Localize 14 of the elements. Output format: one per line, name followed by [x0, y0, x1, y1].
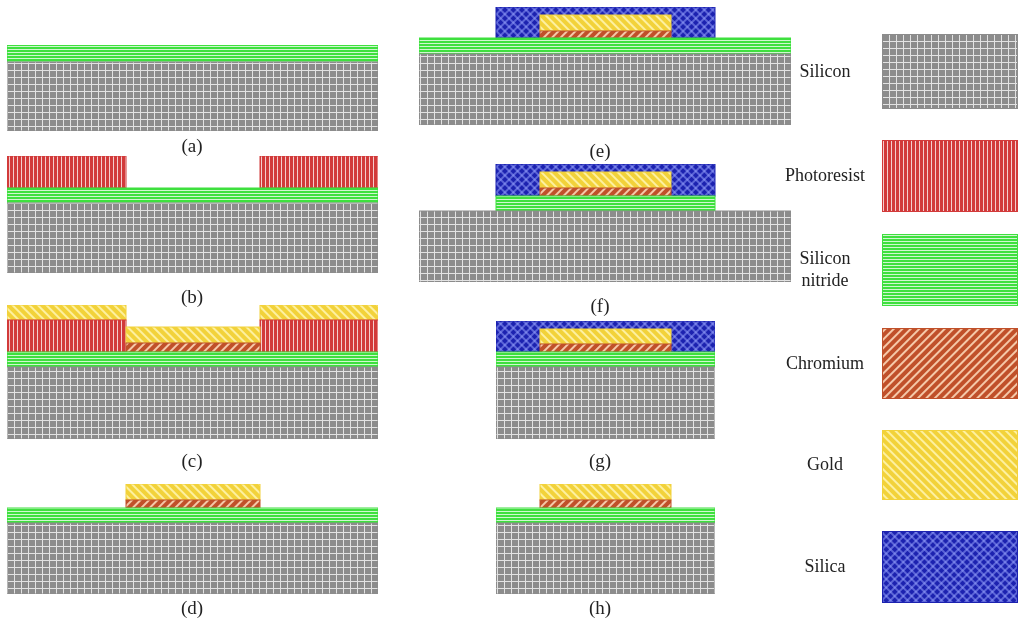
panel-label: (c)	[181, 450, 203, 470]
legend-label: Silicon nitride	[798, 248, 852, 292]
legend-label: Photoresist	[784, 165, 866, 187]
panel-label: (f)	[590, 295, 610, 315]
panel-label: (b)	[180, 286, 204, 306]
panel-label: (d)	[180, 597, 204, 617]
panel-label: (g)	[588, 450, 612, 470]
legend-label: Gold	[806, 454, 844, 476]
legend-label: Chromium	[785, 352, 865, 375]
panel-label: (h)	[588, 597, 612, 617]
panel-label: (e)	[589, 140, 611, 160]
legend-label: Silicon	[798, 60, 852, 83]
legend-label: Silica	[803, 556, 847, 578]
panel-label: (a)	[181, 135, 203, 155]
